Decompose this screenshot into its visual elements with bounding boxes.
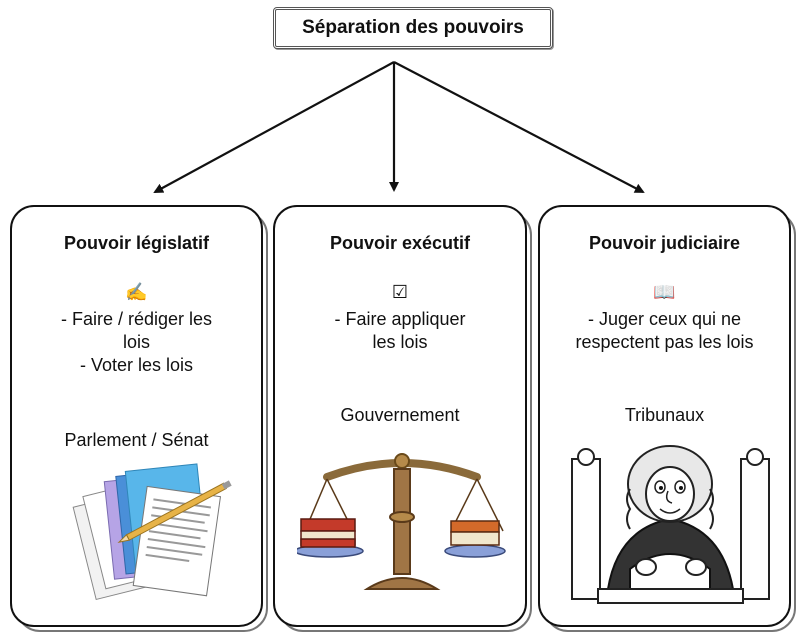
documents-and-pencil-illustration — [72, 463, 232, 601]
judge-illustration — [571, 445, 770, 604]
institution-label: Parlement / Sénat — [64, 430, 209, 450]
root-title: Séparation des pouvoirs — [302, 17, 524, 38]
panel-legislatif: Pouvoir législatif ✍ - Faire / rédiger l… — [10, 205, 268, 632]
description-line: - Voter les lois — [79, 355, 194, 375]
description-line: - Juger ceux qui ne — [587, 309, 742, 329]
panel-judiciaire: Pouvoir judiciaire 📖 - Juger ceux qui ne… — [538, 205, 796, 632]
description-line: - Faire / rédiger les — [60, 309, 213, 329]
panel-description: - Juger ceux qui ne respectent pas les l… — [540, 308, 789, 354]
description-line: les lois — [372, 332, 428, 352]
writing-hand-icon: ✍ — [125, 282, 148, 302]
description-line: lois — [122, 332, 150, 352]
panel-description: - Faire / rédiger les lois - Voter les l… — [12, 308, 261, 377]
description-line: - Faire appliquer — [334, 309, 466, 329]
panel-description: - Faire appliquer les lois — [275, 308, 525, 354]
arrow-to-legislatif — [153, 61, 395, 193]
scales-of-justice-illustration — [297, 453, 506, 590]
panel-title: Pouvoir législatif — [63, 233, 210, 253]
institution-label: Tribunaux — [624, 405, 705, 425]
panel-title: Pouvoir judiciaire — [588, 233, 741, 253]
panel-title: Pouvoir exécutif — [329, 233, 471, 253]
root-title-box: Séparation des pouvoirs — [273, 7, 553, 49]
arrow-to-judiciaire — [393, 61, 645, 193]
description-line: respectent pas les lois — [575, 332, 754, 352]
institution-label: Gouvernement — [340, 405, 460, 425]
open-book-icon: 📖 — [653, 282, 676, 302]
panel-executif: Pouvoir exécutif ☑ - Faire appliquer les… — [273, 205, 532, 632]
checkbox-icon: ☑ — [391, 282, 409, 302]
